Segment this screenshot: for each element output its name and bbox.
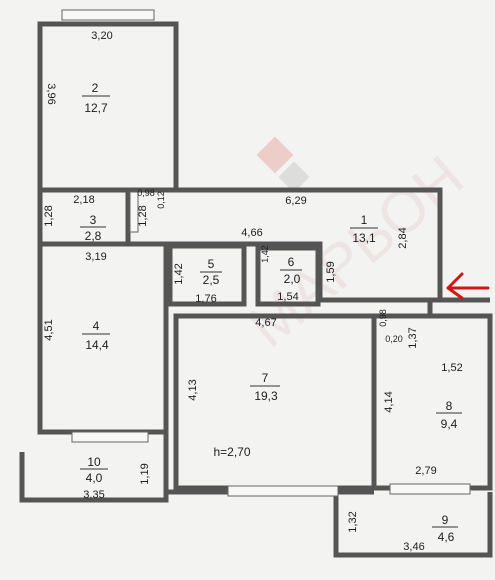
dim-2-84: 2,84: [397, 227, 409, 248]
dim-4-51: 4,51: [43, 319, 55, 340]
window-room-4: [71, 431, 149, 443]
windows: [61, 9, 471, 497]
room-10-number: 10: [87, 455, 101, 469]
door-room-3: [129, 191, 139, 233]
dim-3-35: 3,35: [83, 489, 104, 501]
dim-4-13: 4,13: [187, 379, 199, 400]
dim-4-67: 4,67: [255, 317, 276, 329]
dim-0-98b: 0,98: [378, 309, 388, 327]
dim-1-42a: 1,42: [173, 263, 185, 284]
room-9-area: 4,6: [438, 530, 455, 544]
room-2-area: 12,7: [84, 101, 108, 115]
dimension-labels: 3,20 3,96 2,18 1,28 1,28 0,98 0,12 6,29 …: [43, 30, 463, 553]
room-1-number: 1: [361, 213, 368, 227]
dim-1-52: 1,52: [441, 362, 462, 374]
dim-3-19: 3,19: [85, 251, 106, 263]
dim-4-14: 4,14: [383, 391, 395, 412]
window-room-7: [227, 485, 339, 497]
dim-1-42b: 1,42: [260, 245, 270, 263]
dim-6-29: 6,29: [285, 195, 306, 207]
room-labels: 2 12,7 3 2,8 4 14,4 1 13,1 5 2,5 6 2,0 7…: [80, 81, 462, 544]
dim-3-96: 3,96: [45, 83, 57, 104]
wall-room-10: [19, 432, 169, 503]
room-10-area: 4,0: [86, 471, 103, 485]
room-9-number: 9: [442, 513, 449, 527]
dim-1-28b: 1,28: [137, 205, 149, 226]
dim-3-20: 3,20: [91, 30, 112, 42]
window-room-2: [61, 9, 155, 21]
wall-room-9: [333, 492, 493, 558]
room-8-number: 8: [446, 399, 453, 413]
room-6-area: 2,0: [284, 272, 301, 286]
dim-1-32: 1,32: [347, 511, 359, 532]
wall-room-6: [255, 245, 321, 307]
room-7-number: 7: [262, 371, 269, 385]
ceiling-height: h=2,70: [213, 445, 250, 459]
walls: [19, 21, 493, 558]
wall-room-5: [167, 243, 247, 307]
dim-0-20: 0,20: [385, 334, 403, 344]
dim-1-19: 1,19: [139, 463, 151, 484]
room-4-area: 14,4: [85, 338, 109, 352]
dim-2-18: 2,18: [73, 194, 94, 206]
entrance-arrow-icon: [446, 272, 490, 300]
room-7-area: 19,3: [254, 389, 278, 403]
dim-1-59: 1,59: [325, 261, 337, 282]
wall-hall-top: [128, 187, 490, 303]
room-1-area: 13,1: [352, 231, 376, 245]
dim-1-54: 1,54: [277, 291, 298, 303]
dim-4-66: 4,66: [241, 227, 262, 239]
room-4-number: 4: [93, 319, 100, 333]
dim-1-28a: 1,28: [43, 205, 55, 226]
room-5-number: 5: [208, 257, 215, 271]
room-3-number: 3: [90, 213, 97, 227]
window-room-8: [389, 483, 471, 495]
room-8-area: 9,4: [441, 417, 458, 431]
dim-0-12: 0,12: [156, 191, 166, 209]
room-3-area: 2,8: [85, 229, 102, 243]
dim-1-37: 1,37: [407, 327, 419, 348]
dim-3-46: 3,46: [403, 541, 424, 553]
room-2-number: 2: [92, 81, 99, 95]
dim-2-79: 2,79: [415, 465, 436, 477]
dim-1-76: 1,76: [195, 293, 216, 305]
dim-0-98: 0,98: [137, 188, 155, 198]
room-5-area: 2,5: [203, 273, 220, 287]
room-6-number: 6: [288, 255, 295, 269]
